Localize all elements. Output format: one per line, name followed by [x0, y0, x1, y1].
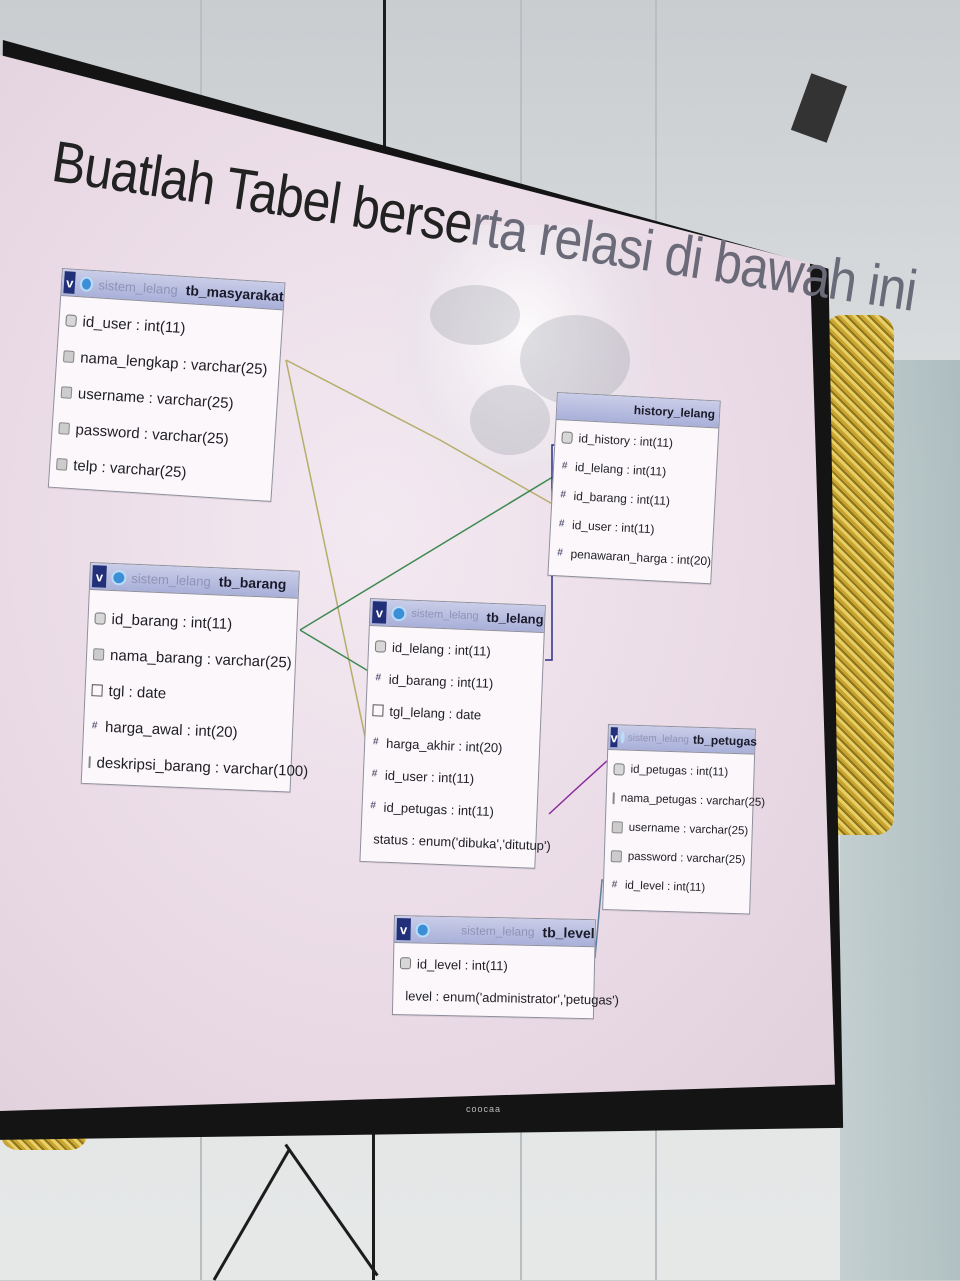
primary-key-icon: [65, 314, 77, 327]
table-header[interactable]: v sistem_lelang tb_level: [394, 916, 595, 947]
column-label: password : varchar(25): [628, 850, 746, 866]
column-label: nama_petugas : varchar(25): [620, 792, 765, 809]
column-label: deskripsi_barang : varchar(100): [96, 754, 308, 780]
column-label: penawaran_harga : int(20): [570, 546, 711, 567]
text-column-icon: [612, 792, 614, 804]
column-label: harga_awal : int(20): [105, 718, 238, 741]
hash-icon: #: [368, 801, 377, 811]
hash-icon: #: [371, 737, 380, 747]
column-label: id_petugas : int(11): [630, 763, 728, 778]
primary-key-icon: [613, 763, 624, 775]
table-history-lelang[interactable]: history_lelang id_history : int(11) # id_…: [547, 392, 720, 584]
gear-icon[interactable]: [80, 276, 94, 292]
column-label: id_lelang : int(11): [575, 460, 667, 479]
relation-petugas-lelang: [549, 760, 608, 814]
column-label: username : varchar(25): [629, 821, 749, 837]
column-label: id_level : int(11): [417, 956, 508, 973]
column-label: id_user : int(11): [572, 517, 655, 535]
database-name: sistem_lelang: [411, 608, 479, 623]
v-icon: v: [92, 565, 107, 588]
text-column-icon: [611, 850, 622, 862]
column-row: id_petugas : int(11): [607, 754, 754, 788]
column-label: nama_lengkap : varchar(25): [80, 349, 268, 378]
text-column-icon: [63, 350, 75, 363]
table-tb-masyarakat[interactable]: v sistem_lelang tb_masyarakat id_user : …: [48, 268, 286, 502]
date-icon: [91, 684, 102, 696]
column-label: id_barang : int(11): [388, 671, 493, 690]
text-column-icon: [93, 648, 104, 660]
text-column-icon: [56, 458, 68, 471]
column-label: id_barang : int(11): [111, 610, 232, 632]
hash-icon: #: [374, 673, 383, 683]
hash-icon: #: [560, 461, 570, 471]
column-label: tgl : date: [108, 682, 166, 701]
column-label: id_user : int(11): [385, 767, 475, 786]
table-name: tb_barang: [218, 573, 286, 592]
table-tb-lelang[interactable]: v sistem_lelang tb_lelang id_lelang : in…: [359, 598, 545, 869]
gear-icon[interactable]: [391, 605, 407, 621]
database-name: sistem_lelang: [131, 570, 211, 588]
relation-user-history: [286, 360, 556, 506]
column-label: id_history : int(11): [578, 431, 673, 450]
gear-icon[interactable]: [621, 731, 625, 743]
gear-icon[interactable]: [415, 922, 430, 937]
column-row: username : varchar(25): [605, 812, 752, 846]
column-label: status : enum('dibuka','ditutup'): [373, 831, 551, 853]
hash-icon: #: [558, 490, 568, 500]
v-icon: v: [396, 918, 410, 940]
primary-key-icon: [94, 612, 105, 624]
text-column-icon: [88, 756, 91, 768]
relation-barang-lelang: [300, 630, 370, 672]
hash-icon: #: [557, 519, 567, 529]
column-row: status : enum('dibuka','ditutup'): [361, 822, 536, 861]
column-label: id_lelang : int(11): [392, 639, 491, 658]
table-name: tb_petugas: [693, 733, 757, 749]
v-icon: v: [610, 727, 618, 747]
table-tb-level[interactable]: v sistem_lelang tb_level id_level : int(…: [392, 915, 596, 1019]
column-label: tgl_lelang : date: [389, 703, 481, 722]
hash-icon: #: [555, 548, 565, 558]
column-label: username : varchar(25): [77, 385, 234, 412]
column-row: # id_level : int(11): [604, 870, 751, 904]
column-label: harga_akhir : int(20): [386, 735, 503, 755]
primary-key-icon: [561, 431, 573, 444]
database-name: sistem_lelang: [98, 277, 178, 297]
primary-key-icon: [375, 640, 386, 652]
table-header[interactable]: v sistem_lelang tb_petugas: [608, 725, 755, 755]
column-row: level : enum('administrator','petugas'): [393, 979, 594, 1015]
table-tb-barang[interactable]: v sistem_lelang tb_barang id_barang : in…: [81, 562, 300, 793]
column-row: deskripsi_barang : varchar(100): [82, 744, 291, 789]
column-label: level : enum('administrator','petugas'): [405, 988, 619, 1007]
v-icon: v: [372, 601, 387, 624]
hash-icon: #: [370, 769, 379, 779]
column-label: password : varchar(25): [75, 421, 229, 448]
gear-icon[interactable]: [111, 569, 127, 585]
column-row: nama_petugas : varchar(25): [606, 783, 753, 817]
hash-icon: #: [90, 721, 99, 731]
column-row: password : varchar(25): [604, 841, 751, 875]
column-label: id_level : int(11): [625, 879, 706, 894]
text-column-icon: [58, 422, 70, 435]
table-name: tb_masyarakat: [185, 282, 284, 304]
column-label: id_user : int(11): [82, 313, 186, 337]
table-name: tb_level: [542, 924, 594, 941]
date-icon: [372, 704, 383, 716]
text-column-icon: [61, 386, 73, 399]
table-tb-petugas[interactable]: v sistem_lelang tb_petugas id_petugas : …: [602, 724, 756, 915]
relation-user-lelang: [286, 360, 372, 770]
column-row: id_level : int(11): [394, 947, 595, 983]
database-name: sistem_lelang: [461, 923, 535, 939]
text-column-icon: [612, 821, 623, 833]
hash-icon: #: [610, 880, 619, 890]
column-label: id_petugas : int(11): [383, 799, 494, 818]
table-name: tb_lelang: [486, 609, 544, 626]
v-icon: v: [63, 271, 76, 294]
column-label: id_barang : int(11): [573, 489, 670, 508]
column-label: nama_barang : varchar(25): [110, 646, 292, 671]
table-name: history_lelang: [633, 403, 715, 421]
database-name: sistem_lelang: [628, 732, 689, 745]
primary-key-icon: [400, 957, 411, 969]
column-label: telp : varchar(25): [73, 457, 187, 481]
